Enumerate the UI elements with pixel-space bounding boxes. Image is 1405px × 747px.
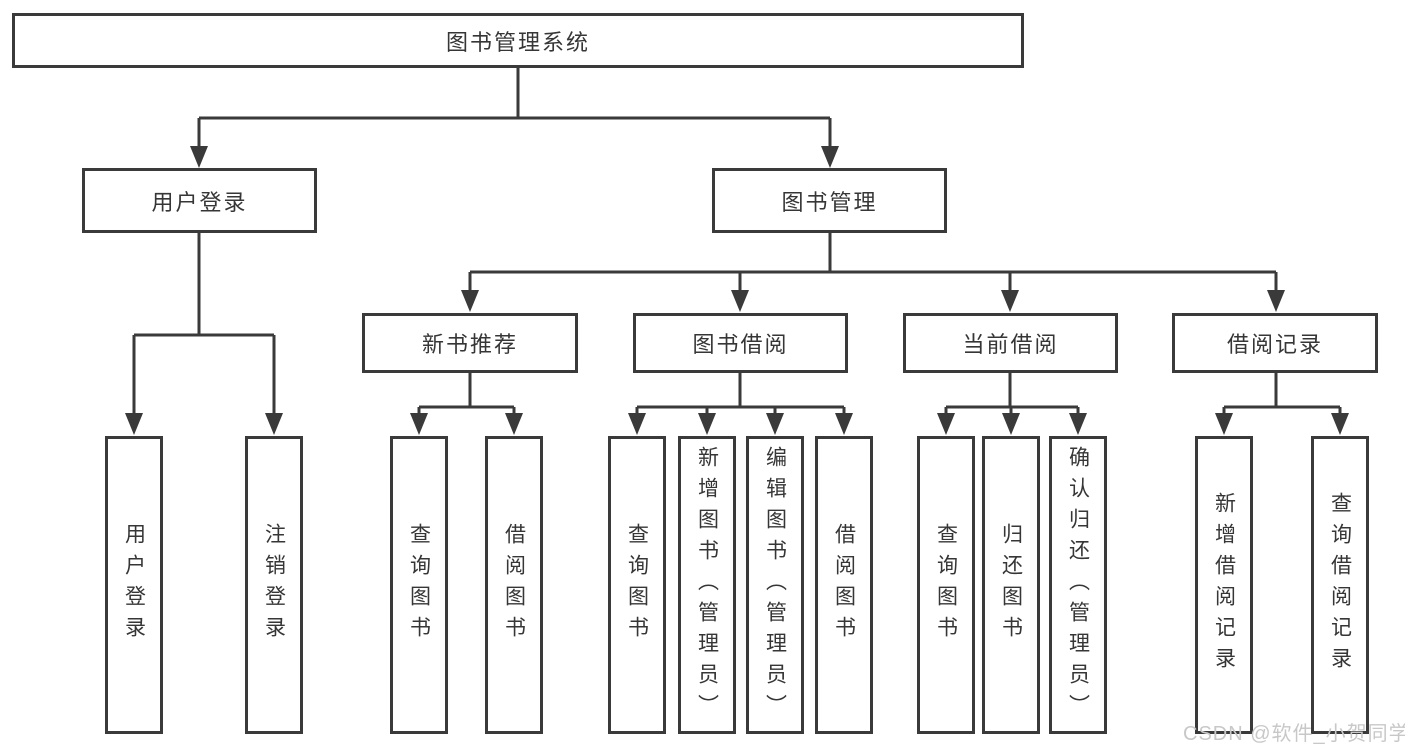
node-new-book-recommendation: 新书推荐 [362,313,578,373]
leaf-return-books: 归还图书 [982,436,1040,734]
leaf-confirm-return-admin: 确认归还（管理员） [1049,436,1107,734]
leaf-query-books-borrow-label: 查询图书 [625,523,649,647]
leaf-query-borrow-record: 查询借阅记录 [1311,436,1369,734]
leaf-borrow-books-recommend: 借阅图书 [485,436,543,734]
leaf-borrow-books: 借阅图书 [815,436,873,734]
leaf-borrow-books-label: 借阅图书 [832,523,856,647]
leaf-return-books-label: 归还图书 [999,523,1023,647]
leaf-add-borrow-record: 新增借阅记录 [1195,436,1253,734]
leaf-borrow-books-recommend-label: 借阅图书 [502,523,526,647]
leaf-add-books-admin: 新增图书（管理员） [678,436,736,734]
leaf-query-books-current: 查询图书 [917,436,975,734]
node-borrowing-records: 借阅记录 [1172,313,1378,373]
leaf-user-login-label: 用户登录 [122,523,146,647]
leaf-query-books-current-label: 查询图书 [934,523,958,647]
leaf-query-books-recommend-label: 查询图书 [407,523,431,647]
leaf-user-login: 用户登录 [105,436,163,734]
node-book-management: 图书管理 [712,168,947,233]
node-library-management-system: 图书管理系统 [12,13,1024,68]
leaf-add-borrow-record-label: 新增借阅记录 [1212,492,1236,678]
leaf-query-borrow-record-label: 查询借阅记录 [1328,492,1352,678]
leaf-logout-label: 注销登录 [262,523,286,647]
csdn-watermark: CSDN @软件_小贺同学 [1183,723,1405,745]
leaf-query-books-borrow: 查询图书 [608,436,666,734]
leaf-add-books-admin-label: 新增图书（管理员） [695,445,719,725]
leaf-confirm-return-admin-label: 确认归还（管理员） [1066,445,1090,725]
leaf-query-books-recommend: 查询图书 [390,436,448,734]
leaf-edit-books-admin-label: 编辑图书（管理员） [763,445,787,725]
leaf-edit-books-admin: 编辑图书（管理员） [746,436,804,734]
leaf-logout: 注销登录 [245,436,303,734]
node-user-login: 用户登录 [82,168,317,233]
node-current-borrowing: 当前借阅 [903,313,1118,373]
node-book-borrowing: 图书借阅 [633,313,848,373]
